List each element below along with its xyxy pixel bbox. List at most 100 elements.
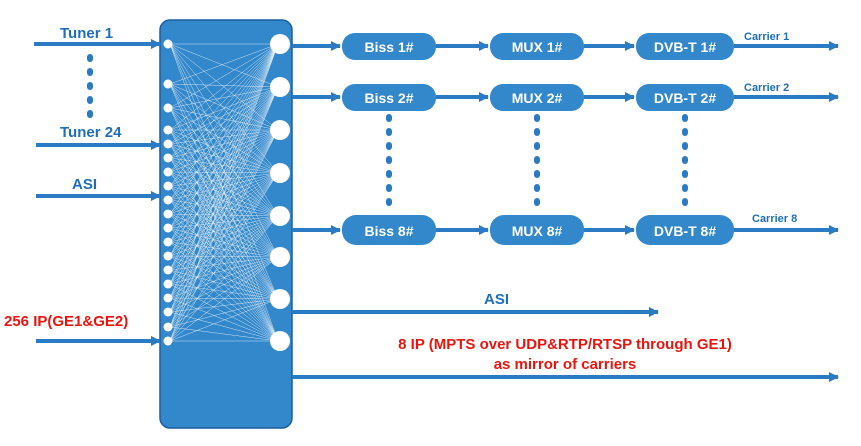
input-label-tuner-1: Tuner 1 <box>60 25 113 42</box>
ellipsis-dot <box>87 68 93 76</box>
mux-label-2: MUX 2# <box>512 90 563 106</box>
input-port <box>163 237 173 247</box>
input-port <box>163 153 173 163</box>
carrier-label-8: Carrier 8 <box>752 213 797 225</box>
output-label-asi: ASI <box>484 291 509 308</box>
mesh-line <box>169 129 279 159</box>
output-label-ip-line-2: as mirror of carriers <box>494 356 637 373</box>
dvbt-box-8 <box>636 215 734 245</box>
ellipsis-dot <box>534 114 540 122</box>
ellipsis-dot <box>87 96 93 104</box>
mesh-line <box>169 172 279 342</box>
biss-label-8: Biss 8# <box>364 223 413 239</box>
mesh-line <box>169 129 279 173</box>
mesh-line <box>169 129 279 217</box>
mesh-line <box>169 213 279 217</box>
input-port <box>163 125 173 135</box>
ellipsis-dot <box>386 170 392 178</box>
input-port <box>163 251 173 261</box>
ellipsis-dot <box>682 114 688 122</box>
mesh-line <box>169 129 279 328</box>
mesh-line <box>169 326 279 342</box>
mesh-line <box>169 215 279 229</box>
mesh-line <box>169 172 279 271</box>
mux-box-8 <box>490 215 584 245</box>
mesh-line <box>169 43 279 145</box>
output-ports <box>270 34 290 351</box>
mesh-line <box>169 86 279 187</box>
mesh-line <box>169 129 279 187</box>
crossconnect-mesh <box>169 43 279 342</box>
ellipsis-dot <box>386 184 392 192</box>
mesh-line <box>169 256 279 328</box>
mesh-line <box>169 172 279 328</box>
output-port <box>270 289 290 309</box>
mesh-line <box>169 43 279 131</box>
ellipsis-dot <box>534 142 540 150</box>
mesh-line <box>169 298 279 328</box>
mesh-line <box>169 172 279 215</box>
mesh-line <box>169 143 279 174</box>
ellipsis-dot <box>682 156 688 164</box>
mesh-line <box>169 129 279 201</box>
ellipsis-dot <box>682 170 688 178</box>
output-port <box>270 206 290 226</box>
biss-box-1 <box>342 33 436 60</box>
mesh-line <box>169 43 279 271</box>
output-arrows <box>292 41 839 382</box>
ellipsis-dot <box>534 198 540 206</box>
mesh-line <box>169 129 279 313</box>
mux-box-2 <box>490 84 584 111</box>
output-label-ip-line-1: 8 IP (MPTS over UDP&RTP/RTSP through GE1… <box>398 336 732 353</box>
mesh-line <box>169 283 279 342</box>
input-label-asi: ASI <box>72 176 97 193</box>
mesh-line <box>169 297 279 342</box>
biss-box-8 <box>342 215 436 245</box>
mesh-line <box>169 171 279 217</box>
mesh-line <box>169 172 279 313</box>
mesh-line <box>169 256 279 342</box>
mesh-line <box>169 107 279 174</box>
ellipsis-dot <box>534 170 540 178</box>
input-port <box>163 167 173 177</box>
output-port <box>270 120 290 140</box>
mesh-line <box>169 157 279 174</box>
mesh-line <box>169 43 279 85</box>
mesh-line <box>169 43 279 328</box>
mesh-line <box>169 215 279 328</box>
ellipsis-dot <box>534 184 540 192</box>
input-arrows <box>34 39 161 346</box>
mesh-line <box>169 129 279 174</box>
mesh-line <box>169 43 279 109</box>
ellipsis-dot <box>682 142 688 150</box>
mesh-line <box>169 86 279 342</box>
dvbt-label-1: DVB-T 1# <box>654 39 716 55</box>
output-port <box>270 331 290 351</box>
dvbt-label-8: DVB-T 8# <box>654 223 716 239</box>
ellipsis-dot <box>682 184 688 192</box>
mesh-line <box>169 129 279 229</box>
mesh-line <box>169 311 279 342</box>
input-ports <box>163 39 173 346</box>
mesh-line <box>169 43 279 257</box>
mesh-line <box>169 129 279 342</box>
mux-box-1 <box>490 33 584 60</box>
ellipsis-dot <box>682 128 688 136</box>
ellipsis-dot <box>534 156 540 164</box>
mesh-line <box>169 86 279 173</box>
input-port <box>163 103 173 113</box>
mesh-line <box>169 86 279 328</box>
mesh-line <box>169 298 279 313</box>
ellipsis-dot <box>534 128 540 136</box>
mesh-line <box>169 43 279 243</box>
ellipsis-dot <box>386 156 392 164</box>
biss-label-1: Biss 1# <box>364 39 413 55</box>
mesh-line <box>169 86 279 159</box>
output-port <box>270 77 290 97</box>
mesh-line <box>169 172 279 187</box>
mesh-line <box>169 143 279 217</box>
mesh-line <box>169 215 279 271</box>
mesh-line <box>169 256 279 313</box>
mesh-line <box>169 129 279 215</box>
mesh-line <box>169 83 279 342</box>
